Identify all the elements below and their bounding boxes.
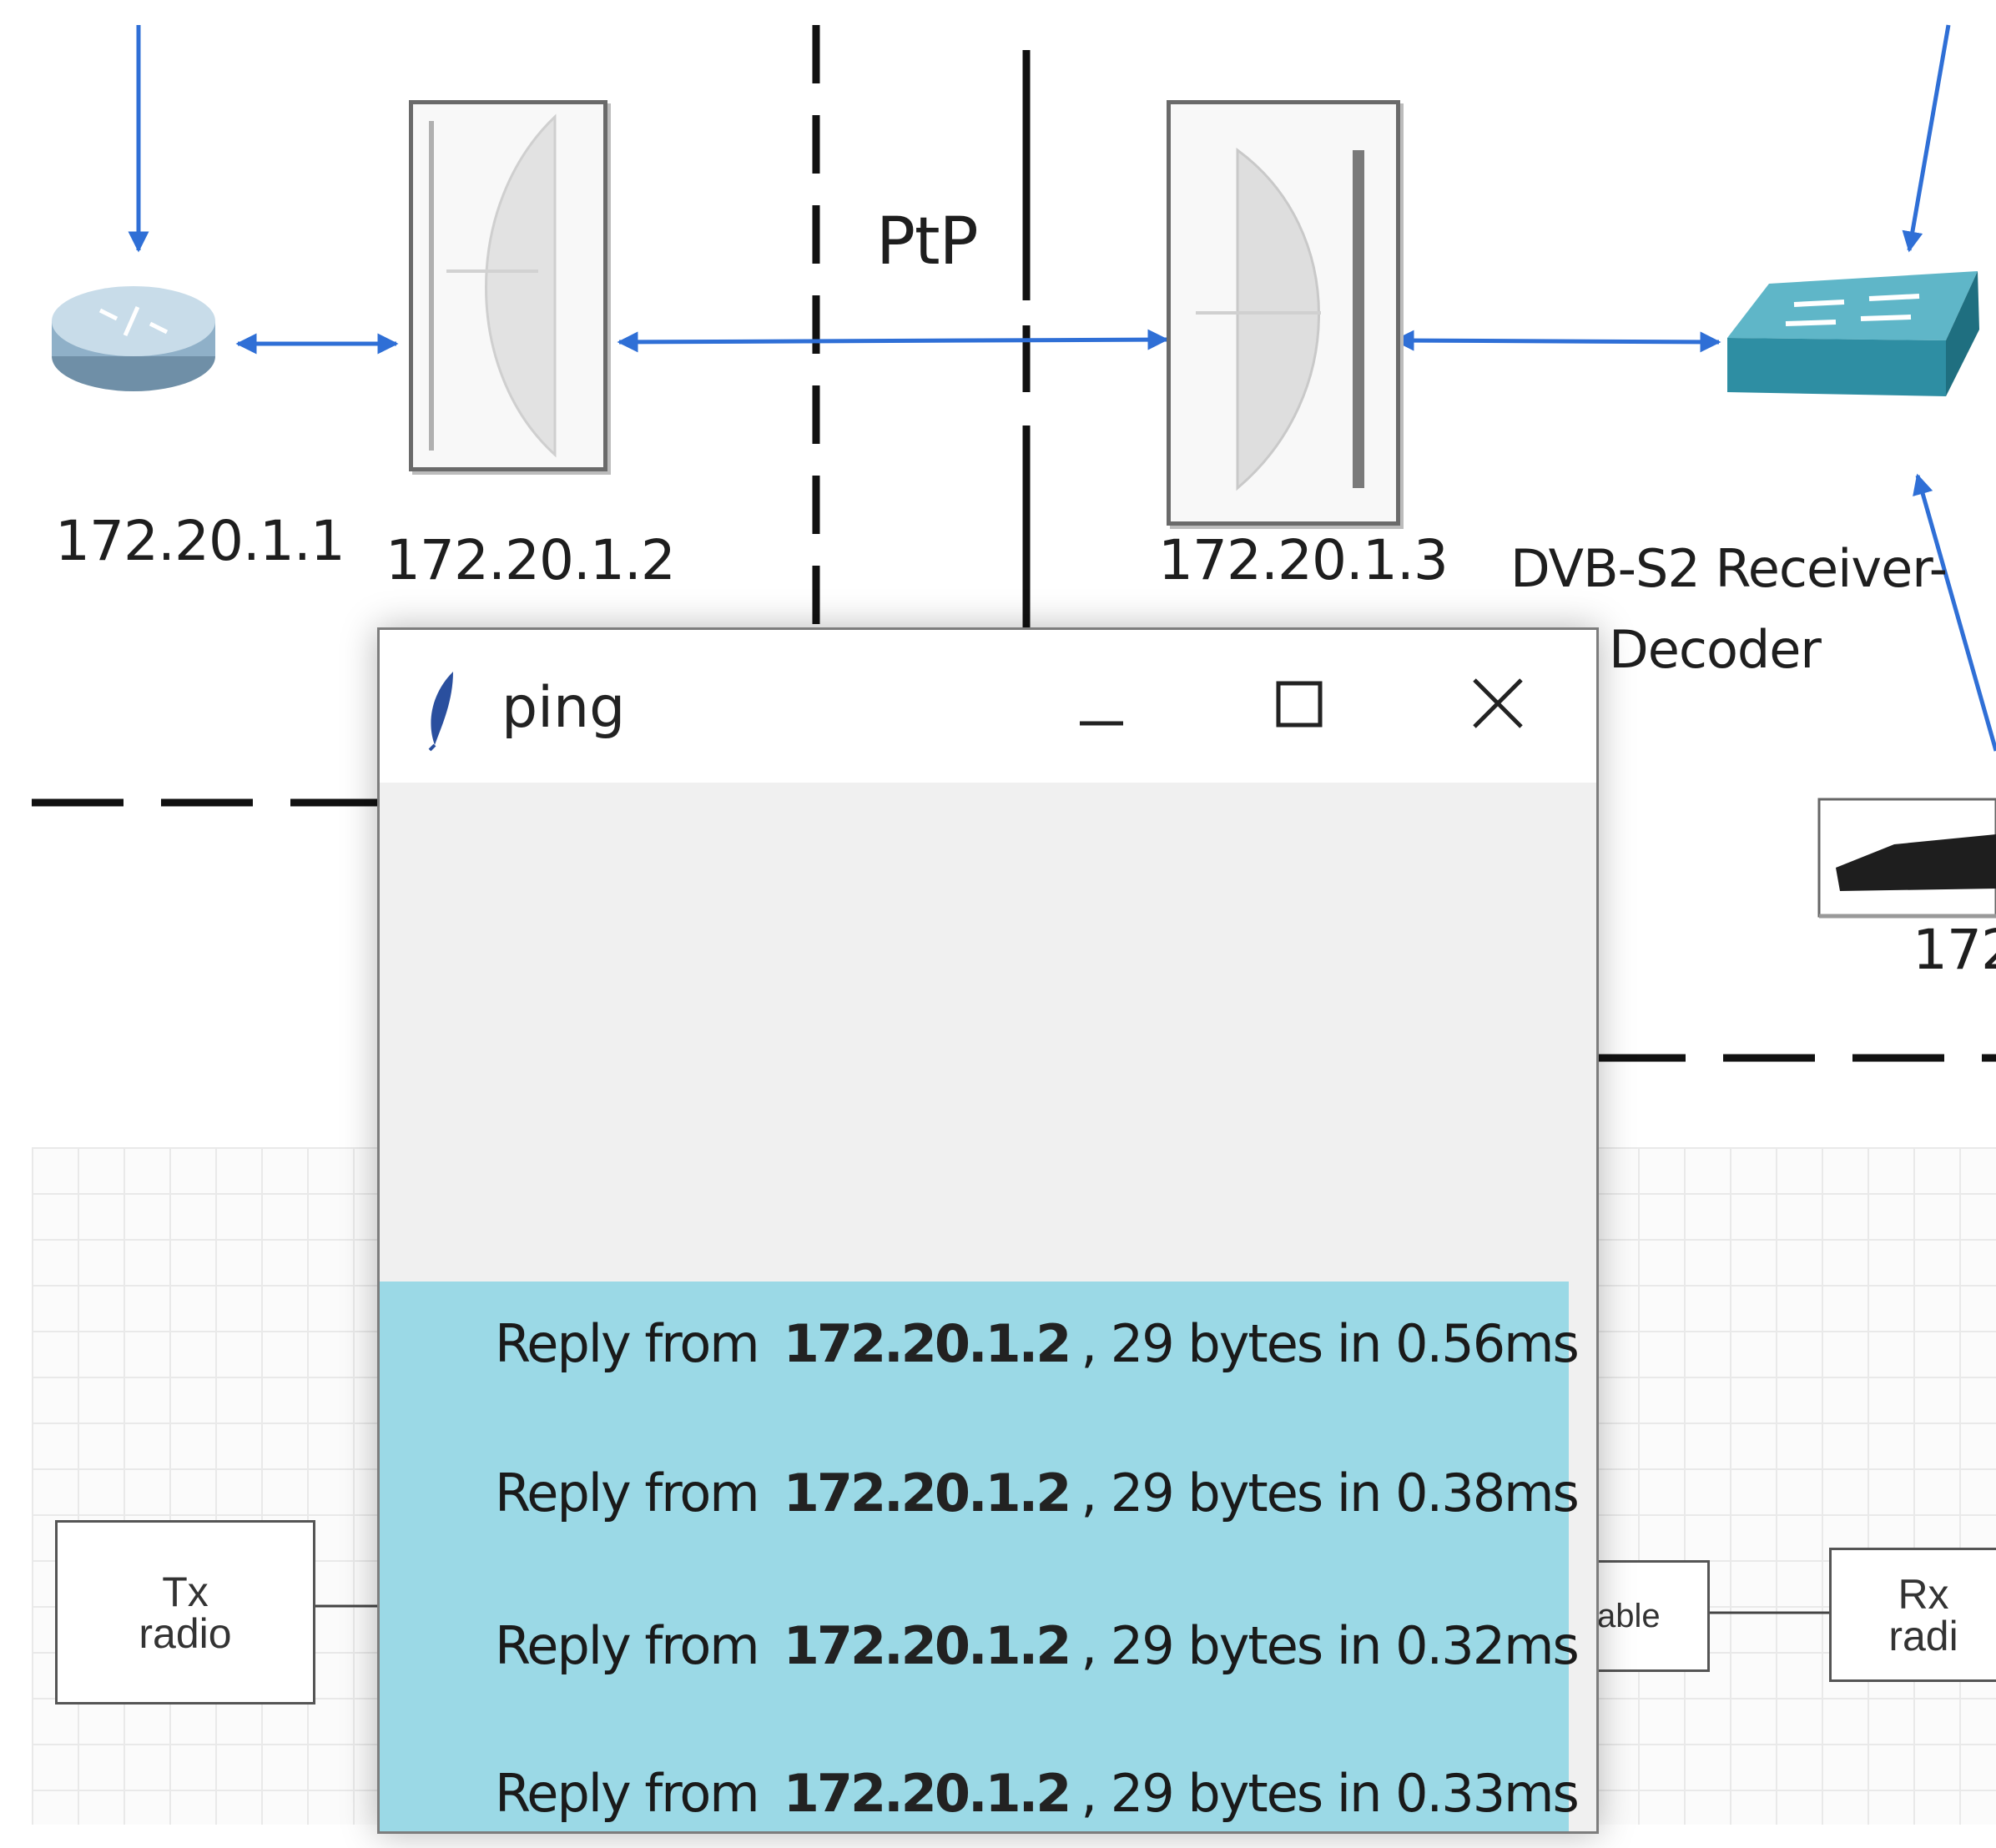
reply-prefix: Reply from bbox=[495, 1615, 760, 1676]
switch-icon bbox=[1727, 271, 1979, 396]
switch-label-line2: Decoder bbox=[1609, 619, 1822, 680]
antenna-right-icon bbox=[1167, 100, 1400, 526]
switch-input-arrow bbox=[1902, 24, 1951, 253]
rx-radio-line1: Rx bbox=[1898, 1570, 1949, 1618]
reply-line: Reply from 172.20.1.2, 29 bytes in 0.33ms bbox=[495, 1763, 1580, 1824]
reply-prefix: Reply from bbox=[495, 1313, 760, 1374]
feather-icon bbox=[425, 668, 458, 752]
switch-decoder-arrow bbox=[1913, 473, 1996, 752]
ptp-label: PtP bbox=[876, 204, 979, 279]
window-body bbox=[380, 783, 1596, 1282]
tx-radio-line2: radio bbox=[139, 1609, 232, 1657]
reply-prefix: Reply from bbox=[495, 1463, 760, 1523]
decoder-device-icon bbox=[1817, 798, 1996, 919]
window-titlebar[interactable]: ping bbox=[380, 630, 1596, 783]
antenna-right-ip-label: 172.20.1.3 bbox=[1158, 528, 1449, 592]
minimize-icon[interactable] bbox=[1068, 672, 1135, 738]
reply-line: Reply from 172.20.1.2, 29 bytes in 0.56ms bbox=[495, 1313, 1580, 1374]
switch-label-line1: DVB-S2 Receiver- bbox=[1510, 538, 1948, 599]
antenna-switch-link bbox=[1393, 330, 1721, 353]
reply-line: Reply from 172.20.1.2, 29 bytes in 0.32ms bbox=[495, 1615, 1580, 1676]
maximize-icon[interactable] bbox=[1267, 672, 1333, 738]
reply-suffix: , 29 bytes in 0.33ms bbox=[1081, 1763, 1579, 1824]
reply-suffix: , 29 bytes in 0.56ms bbox=[1081, 1313, 1579, 1374]
reply-ip: 172.20.1.2 bbox=[783, 1763, 1072, 1824]
ptp-link bbox=[617, 329, 1169, 353]
antenna-left-ip-label: 172.20.1.2 bbox=[386, 528, 676, 592]
antenna-left-icon bbox=[409, 100, 607, 471]
reply-ip: 172.20.1.2 bbox=[783, 1463, 1072, 1523]
reply-prefix: Reply from bbox=[495, 1763, 760, 1824]
rx-radio-line2: radi bbox=[1888, 1612, 1958, 1659]
reply-ip: 172.20.1.2 bbox=[783, 1615, 1072, 1676]
window-title: ping bbox=[502, 675, 626, 741]
reply-suffix: , 29 bytes in 0.38ms bbox=[1081, 1463, 1579, 1523]
reply-line: Reply from 172.20.1.2, 29 bytes in 0.38ms bbox=[495, 1463, 1580, 1523]
router-icon bbox=[52, 286, 215, 391]
tx-radio-line1: Tx bbox=[162, 1568, 209, 1615]
router-ip-label: 172.20.1.1 bbox=[55, 509, 345, 573]
close-icon[interactable] bbox=[1463, 668, 1533, 738]
reply-suffix: , 29 bytes in 0.32ms bbox=[1081, 1615, 1579, 1676]
cable-box: able bbox=[1590, 1560, 1710, 1672]
cable-partial-label: able bbox=[1597, 1598, 1661, 1634]
device-partial-label: 172 bbox=[1913, 918, 1996, 982]
reply-ip: 172.20.1.2 bbox=[783, 1313, 1072, 1374]
